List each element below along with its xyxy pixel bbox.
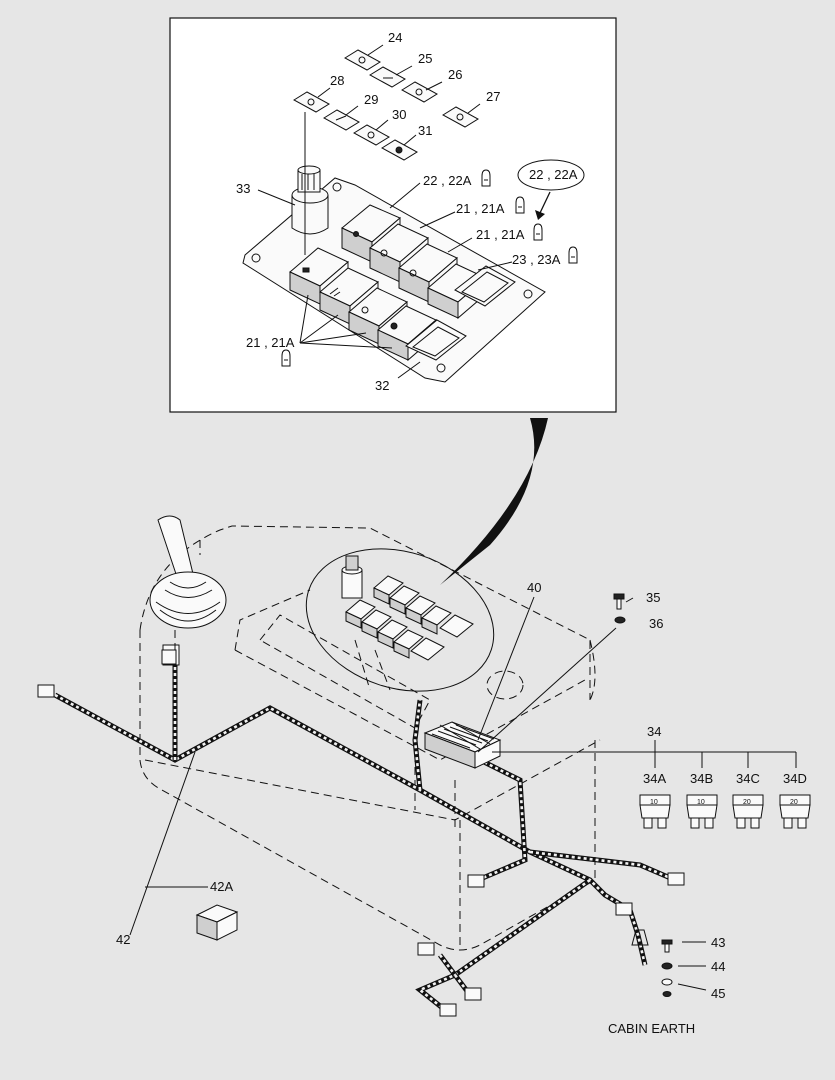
fuse-34a-rating: 10 — [650, 799, 658, 806]
callout-25: 25 — [418, 51, 432, 66]
callout-44: 44 — [711, 959, 725, 974]
fuse-34d-rating: 20 — [790, 799, 798, 806]
cabin-earth-label: CABIN EARTH — [608, 1021, 695, 1036]
fuse-34d: 20 — [779, 794, 811, 829]
callout-27: 27 — [486, 89, 500, 104]
fuse-34b: 10 — [686, 794, 718, 829]
fuse-34b-rating: 10 — [697, 799, 705, 806]
callout-42a: 42A — [210, 879, 233, 894]
switch-area-highlight — [305, 548, 495, 692]
fuse-34a: 10 — [639, 794, 671, 829]
callout-35: 35 — [646, 590, 660, 605]
callout-40: 40 — [527, 580, 541, 595]
fuse-box — [423, 721, 502, 769]
callout-33: 33 — [236, 181, 250, 196]
connector-42a — [195, 904, 239, 941]
callout-21-21a-lower: 21 , 21A — [246, 335, 295, 350]
callout-34: 34 — [647, 724, 661, 739]
main-leaders — [129, 596, 797, 991]
callout-21-21a-upper: 21 , 21A — [456, 201, 505, 216]
fuse-set: 10 10 20 20 — [639, 794, 811, 829]
inset-leaders — [257, 44, 585, 379]
callout-23-23a: 23 , 23A — [512, 252, 561, 267]
joystick — [149, 515, 227, 760]
callout-21-21a-middle: 21 , 21A — [476, 227, 525, 242]
harness-connectors — [37, 649, 685, 1017]
fuse-34c: 20 — [732, 794, 764, 829]
callout-42: 42 — [116, 932, 130, 947]
callout-31: 31 — [418, 123, 432, 138]
console-assembly — [139, 525, 601, 951]
callout-22-22a-oval: 22 , 22A — [529, 167, 578, 182]
bolt-35 — [613, 593, 625, 610]
callout-26: 26 — [448, 67, 462, 82]
rotary-switch-33 — [291, 165, 329, 235]
wiring-harness — [53, 665, 676, 1012]
callout-28: 28 — [330, 73, 344, 88]
rear-switch-row — [341, 204, 516, 320]
callout-34a: 34A — [643, 771, 666, 786]
bulb-icons — [281, 169, 578, 367]
callout-34c: 34C — [736, 771, 760, 786]
callout-32: 32 — [375, 378, 389, 393]
callout-30: 30 — [392, 107, 406, 122]
callout-29: 29 — [364, 92, 378, 107]
callout-36: 36 — [649, 616, 663, 631]
callout-45: 45 — [711, 986, 725, 1001]
zoom-arrow — [440, 418, 548, 585]
callout-34d: 34D — [783, 771, 807, 786]
callout-22-22a: 22 , 22A — [423, 173, 472, 188]
washer-36 — [614, 616, 626, 624]
callout-24: 24 — [388, 30, 402, 45]
fuse-34c-rating: 20 — [743, 799, 751, 806]
mini-switch-cluster — [341, 555, 474, 691]
callout-34b: 34B — [690, 771, 713, 786]
callout-43: 43 — [711, 935, 725, 950]
earth-hardware — [661, 939, 673, 997]
front-switch-row — [289, 247, 467, 362]
symbol-tiles — [293, 49, 479, 161]
